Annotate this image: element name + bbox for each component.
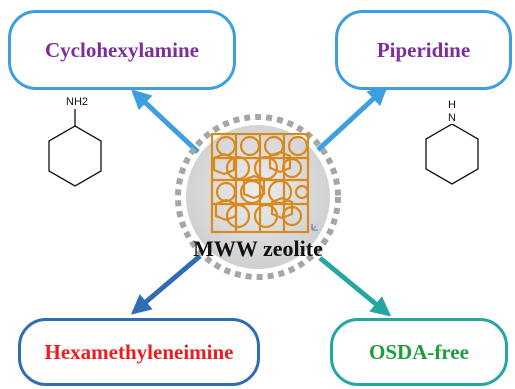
arrow-to-cyclohexylamine <box>131 89 200 154</box>
node-piperidine: Piperidine <box>335 10 512 90</box>
axis-marker-icon <box>311 224 318 231</box>
arrow-to-osda-free <box>318 256 392 317</box>
cyclohexylamine-structure <box>48 109 102 187</box>
piperidine-n-label: N <box>448 112 456 124</box>
arrow-to-piperidine <box>316 85 388 152</box>
zeolite-framework <box>210 132 310 234</box>
node-osda-free: OSDA-free <box>330 318 508 386</box>
center-label: MWW zeolite <box>193 236 323 261</box>
nh2-label: NH2 <box>66 96 88 108</box>
node-hexamethyleneimine: Hexamethyleneimine <box>18 318 260 386</box>
piperidine-structure <box>425 123 479 185</box>
piperidine-h-label: H <box>448 99 456 111</box>
nitrogen-mask <box>443 108 461 124</box>
arrow-to-hexamethyleneimine <box>130 254 202 315</box>
dotted-ring <box>175 114 341 280</box>
node-cyclohexylamine: Cyclohexylamine <box>8 10 236 90</box>
